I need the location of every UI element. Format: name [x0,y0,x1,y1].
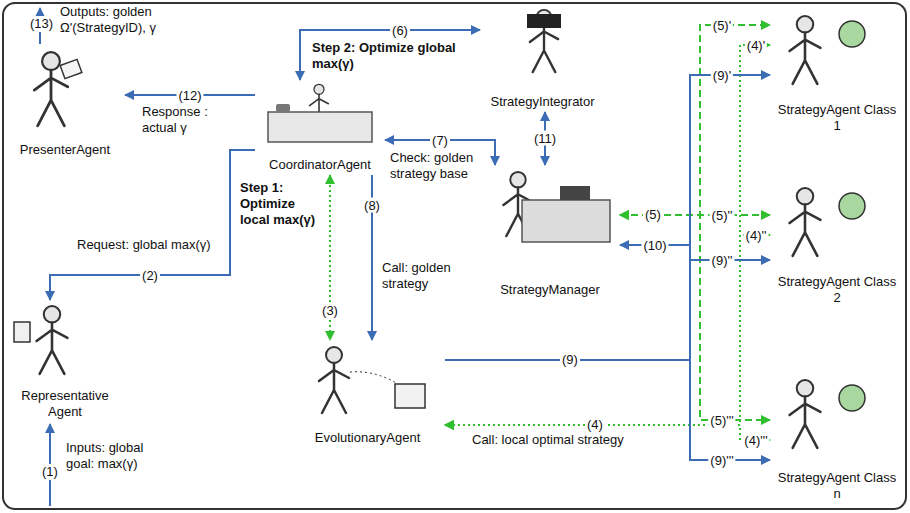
callout-number: (10) [641,238,668,253]
agent2-figure [790,188,821,256]
step-note: Step 1: Optimize local max(γ) [238,180,324,228]
representative-figure [37,306,68,374]
presenter-paper [60,59,82,78]
connector [445,260,770,360]
agent-node: StrategyAgent Class 1 [770,8,904,136]
agent-node: StrategyAgent Class 2 [770,180,904,308]
agent-name: StrategyAgent Class n [774,470,900,502]
agent2-bag [839,193,865,219]
response-note: Response : actual γ [140,104,234,136]
callout-number: (5)' [711,18,733,33]
manager-screen [560,186,590,200]
evolutionary-string [350,372,398,384]
callout-number: (5)'' [710,208,735,223]
connector [445,360,770,460]
agent-name: StrategyAgent Class 2 [774,274,900,306]
agentn-bag [839,385,865,411]
callout-number: (5)''' [708,413,735,428]
representative-paper [14,322,30,342]
callout-number: (4)''' [742,433,769,448]
agentn-figure [790,380,821,448]
agent-figures [14,10,865,448]
agent-name: PresenterAgent [18,142,112,158]
manager-desk [522,200,610,242]
coordinator-phone [276,104,290,112]
agent1-figure [790,16,821,84]
presenter-figure [34,52,67,126]
agent-name: CoordinatorAgent [267,157,373,173]
agent-node: Representative Agent [5,300,125,422]
agent-node: StrategyAgent Class n [770,372,904,504]
callout-number: (8) [362,198,382,213]
callout-number: (1) [40,464,60,480]
callout-number: (13) [28,16,55,32]
agent-node: StrategyIntegrator [480,4,605,112]
connector [620,25,770,215]
agent-node: PresenterAgent [5,45,125,160]
agent1-bag [839,21,865,47]
frame [3,3,906,509]
agent-name: Representative Agent [9,388,121,420]
call-note: Call: local optimal strategy [470,432,664,448]
step-note: Step 2: Optimize global max(γ) [310,40,464,72]
agent-node: CoordinatorAgent [255,80,385,175]
callout-number: (4)' [745,38,767,53]
agent-node: EvolutionaryAgent [290,340,445,448]
evolutionary-box [395,384,425,408]
connector [50,150,255,300]
output-note: Outputs: golden Ω'(StrategyID), γ [58,4,212,36]
agent-name: StrategyManager [498,282,602,298]
callout-number: (3) [320,303,340,318]
integrator-paper [527,14,561,28]
coordinator-desk [268,112,372,142]
connector [445,45,770,425]
agent-name: EvolutionaryAgent [313,430,423,446]
callout-number: (9)' [711,68,733,83]
connector [620,215,770,420]
callout-number: (7) [430,133,450,148]
agent-name: StrategyIntegrator [488,94,596,110]
connectors [50,25,770,460]
connector [445,75,770,360]
evolutionary-figure [319,347,349,413]
connector [300,30,480,80]
check-note: Check: golden strategy base [388,150,482,182]
callout-number: (11) [532,131,558,146]
callout-number: (12) [176,88,203,103]
connector [445,235,770,425]
agent-node: StrategyManager [480,165,620,300]
callout-number: (4)'' [744,228,769,243]
callout-number: (9) [560,352,580,368]
connector [445,245,690,360]
callout-number: (5) [643,207,663,223]
callout-number: (2) [140,268,160,283]
request-note: Request: global max(γ) [75,237,219,253]
callout-number: (9)''' [708,453,735,468]
input-note: Inputs: global goal: max(γ) [64,440,168,472]
callout-number: (6) [390,23,410,38]
callout-number: (9)'' [710,253,735,268]
callout-number: (4) [585,417,605,433]
call-note: Call: golden strategy [380,260,479,292]
agent-name: StrategyAgent Class 1 [774,102,900,134]
